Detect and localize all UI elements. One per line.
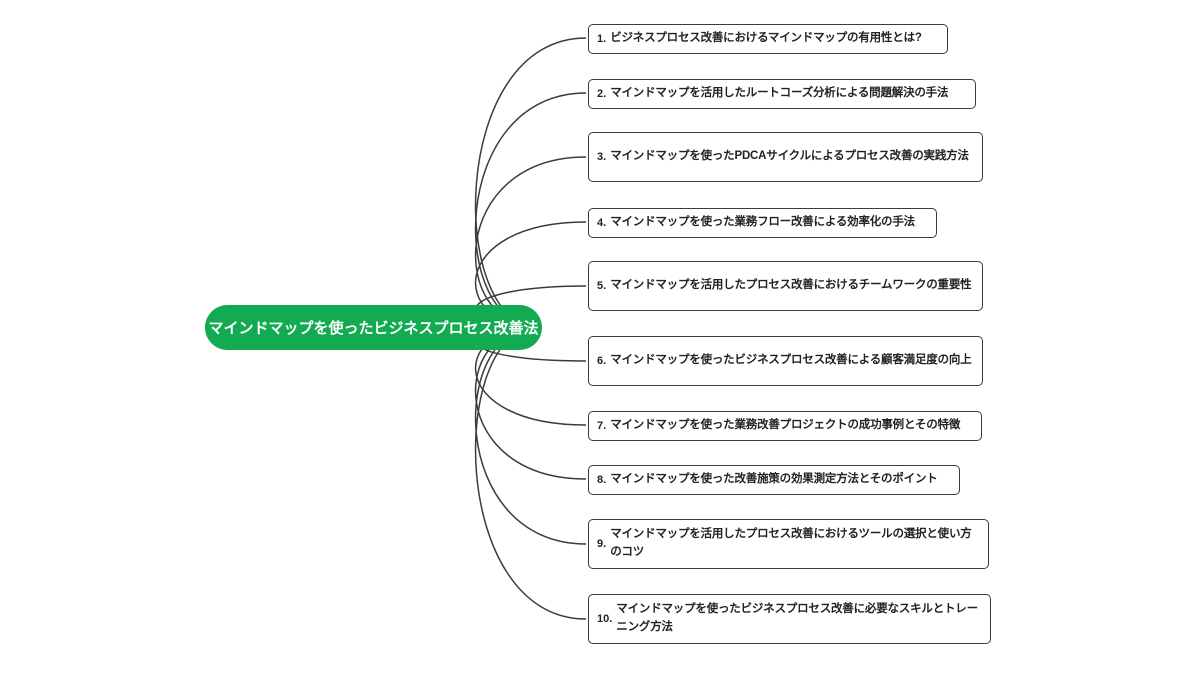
branch-title: マインドマップを活用したプロセス改善におけるチームワークの重要性: [610, 279, 972, 292]
branch-node-3[interactable]: 3. マインドマップを使ったPDCAサイクルによるプロセス改善の実践方法: [588, 132, 983, 182]
branch-number: 8.: [597, 474, 607, 486]
edge-line-3: [474, 156, 587, 328]
branch-number: 6.: [597, 355, 607, 367]
root-node[interactable]: マインドマップを使ったビジネスプロセス改善法: [205, 305, 542, 350]
branch-title: マインドマップを使ったビジネスプロセス改善による顧客満足度の向上: [610, 354, 972, 367]
branch-number: 5.: [597, 280, 607, 292]
branch-number: 3.: [597, 151, 607, 163]
branch-number: 7.: [597, 420, 607, 432]
branch-title: マインドマップを使った業務改善プロジェクトの成功事例とその特徴: [610, 419, 961, 432]
branch-node-8[interactable]: 8. マインドマップを使った改善施策の効果測定方法とそのポイント: [588, 465, 960, 495]
branch-title: マインドマップを使ったPDCAサイクルによるプロセス改善の実践方法: [610, 150, 969, 163]
branch-node-2[interactable]: 2. マインドマップを活用したルートコーズ分析による問題解決の手法: [588, 79, 976, 109]
branch-title: ビジネスプロセス改善におけるマインドマップの有用性とは?: [610, 32, 922, 45]
branch-title: マインドマップを使った業務フロー改善による効率化の手法: [610, 216, 915, 229]
branch-number: 9.: [597, 538, 607, 550]
branch-node-5[interactable]: 5. マインドマップを活用したプロセス改善におけるチームワークの重要性: [588, 261, 983, 311]
branch-title: マインドマップを活用したプロセス改善におけるツールの選択と使い方のコツ: [610, 528, 972, 558]
branch-number: 4.: [597, 217, 607, 229]
edge-line-1: [474, 37, 587, 328]
root-node-label: マインドマップを使ったビジネスプロセス改善法: [208, 320, 539, 337]
branch-number: 2.: [597, 88, 607, 100]
branch-node-10[interactable]: 10. マインドマップを使ったビジネスプロセス改善に必要なスキルとトレーニング方…: [588, 594, 991, 644]
edge-line-10: [474, 326, 587, 620]
branch-number: 10.: [597, 613, 613, 625]
branch-node-4[interactable]: 4. マインドマップを使った業務フロー改善による効率化の手法: [588, 208, 937, 238]
branch-title: マインドマップを使った改善施策の効果測定方法とそのポイント: [610, 473, 938, 486]
branch-node-7[interactable]: 7. マインドマップを使った業務改善プロジェクトの成功事例とその特徴: [588, 411, 982, 441]
branch-node-1[interactable]: 1. ビジネスプロセス改善におけるマインドマップの有用性とは?: [588, 24, 948, 54]
edge-line-9: [474, 326, 587, 545]
branch-node-9[interactable]: 9. マインドマップを活用したプロセス改善におけるツールの選択と使い方のコツ: [588, 519, 989, 569]
branch-title: マインドマップを使ったビジネスプロセス改善に必要なスキルとトレーニング方法: [616, 603, 978, 633]
branch-number: 1.: [597, 33, 607, 45]
branch-title: マインドマップを活用したルートコーズ分析による問題解決の手法: [610, 87, 949, 100]
branch-node-6[interactable]: 6. マインドマップを使ったビジネスプロセス改善による顧客満足度の向上: [588, 336, 983, 386]
